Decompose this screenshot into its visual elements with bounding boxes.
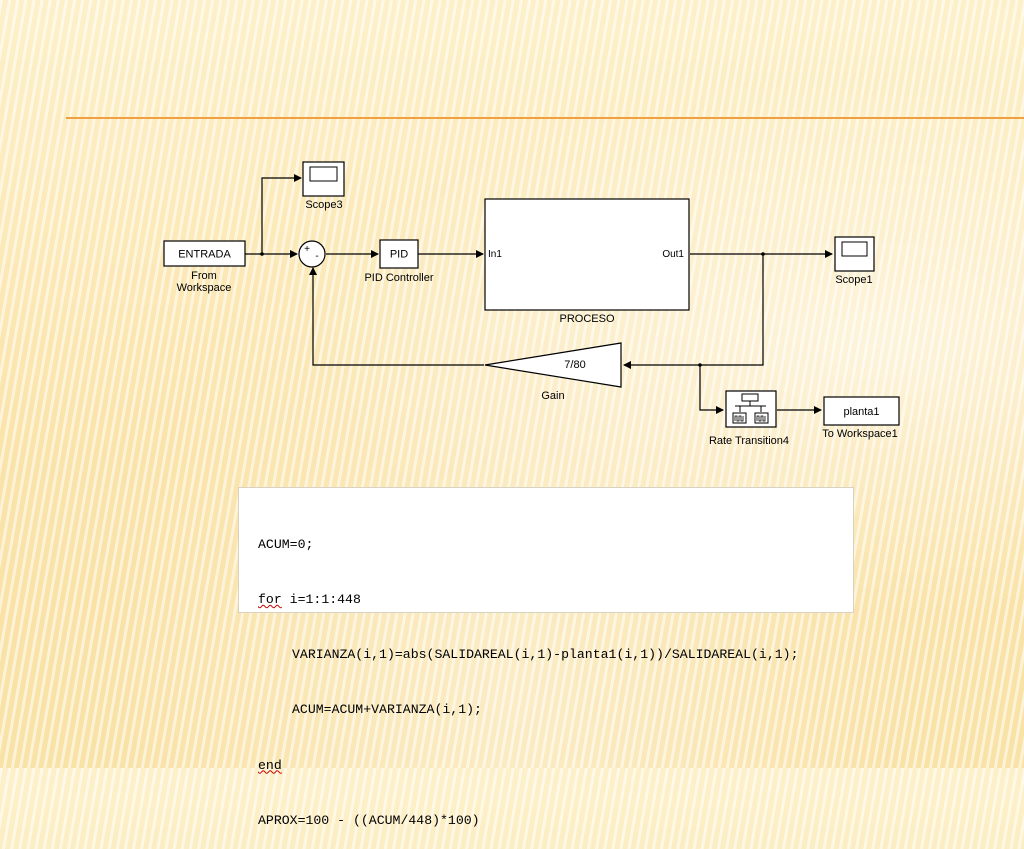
code-keyword: for xyxy=(258,592,282,608)
pid-name: PID Controller xyxy=(364,272,433,284)
from-workspace-block[interactable]: ENTRADA xyxy=(163,240,246,267)
from-workspace-name-line1: From xyxy=(191,270,217,282)
scope3-block[interactable] xyxy=(302,161,345,197)
code-text: ACUM=ACUM+VARIANZA(i,1); xyxy=(292,702,482,718)
pid-controller-block[interactable]: PID xyxy=(379,239,419,269)
signal-wires xyxy=(245,174,833,414)
scope1-block[interactable] xyxy=(834,236,875,272)
rate-transition-name: Rate Transition4 xyxy=(709,435,789,447)
branch-point xyxy=(260,252,264,256)
wire-entrada-to-scope3 xyxy=(261,174,302,254)
from-workspace-value: ENTRADA xyxy=(178,249,231,261)
to-workspace-value: planta1 xyxy=(843,406,879,418)
slide-accent-rule xyxy=(66,117,1024,119)
rate-transition-block[interactable] xyxy=(725,390,777,428)
code-line: ACUM=ACUM+VARIANZA(i,1); xyxy=(258,701,853,719)
code-keyword: end xyxy=(258,757,282,773)
code-text: APROX=100 - ((ACUM/448)*100) xyxy=(258,812,480,828)
wire-output-to-gain xyxy=(623,254,764,369)
gain-name: Gain xyxy=(541,390,564,402)
scope1-name: Scope1 xyxy=(835,274,872,286)
code-line: VARIANZA(i,1)=abs(SALIDAREAL(i,1)-planta… xyxy=(258,646,853,664)
code-text: i=1:1:448 xyxy=(281,592,361,608)
scope-screen-icon xyxy=(309,166,338,182)
gain-block[interactable]: 7/80 xyxy=(484,342,622,388)
code-line: for i=1:1:448 xyxy=(258,591,853,609)
pid-value: PID xyxy=(390,249,408,261)
rate-transition-icon xyxy=(732,393,769,424)
sum-plus-sign: + xyxy=(304,244,310,255)
sum-minus-sign: - xyxy=(315,251,318,262)
proceso-subsystem-block[interactable]: In1 Out1 xyxy=(484,198,690,311)
scope-screen-icon xyxy=(841,241,868,257)
proceso-in-port: In1 xyxy=(488,249,502,260)
code-line: end xyxy=(258,757,853,775)
proceso-out-port: Out1 xyxy=(662,249,684,260)
code-line: APROX=100 - ((ACUM/448)*100) xyxy=(258,812,853,830)
wire-output-to-rate-transition xyxy=(699,365,724,414)
proceso-name: PROCESO xyxy=(559,313,614,325)
code-text: VARIANZA(i,1)=abs(SALIDAREAL(i,1)-planta… xyxy=(292,647,799,663)
gain-value: 7/80 xyxy=(564,359,585,371)
from-workspace-name-line2: Workspace xyxy=(177,282,232,294)
sum-block[interactable]: + - xyxy=(298,240,326,268)
to-workspace-name: To Workspace1 xyxy=(822,428,898,440)
scope3-name: Scope3 xyxy=(305,199,342,211)
code-text: ACUM=0; xyxy=(258,536,314,552)
simulink-diagram: ENTRADA From Workspace Scope3 + - PID PI… xyxy=(163,161,900,447)
to-workspace-block[interactable]: planta1 xyxy=(823,396,900,426)
matlab-code-panel: ACUM=0; for i=1:1:448 VARIANZA(i,1)=abs(… xyxy=(238,487,854,828)
code-line: ACUM=0; xyxy=(258,536,853,554)
wire-gain-feedback-to-sum xyxy=(309,267,484,366)
